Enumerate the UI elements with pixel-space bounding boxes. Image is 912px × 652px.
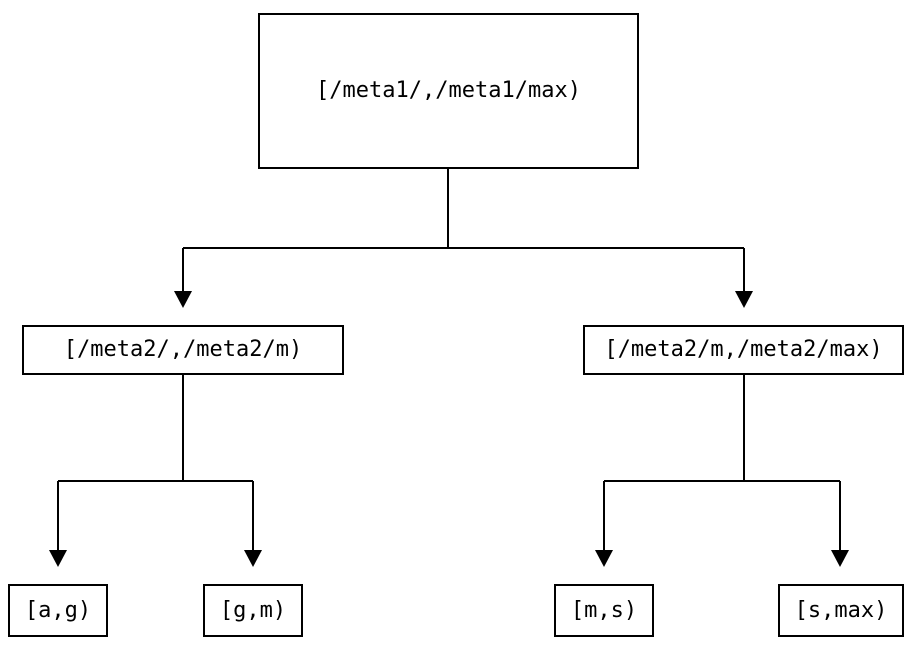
tree-node-meta2-left-label: [/meta2/,/meta2/m) [63, 337, 303, 362]
tree-node-leaf-s-max: [s,max) [778, 584, 904, 637]
tree-node-leaf-a-g-label: [a,g) [24, 597, 92, 623]
tree-node-leaf-m-s: [m,s) [554, 584, 654, 637]
arrowhead-down-icon [49, 550, 67, 567]
arrowhead-down-icon [174, 291, 192, 308]
tree-node-leaf-g-m-label: [g,m) [219, 597, 287, 623]
tree-node-root: [/meta1/,/meta1/max) [258, 13, 639, 169]
arrowhead-down-icon [595, 550, 613, 567]
tree-node-leaf-s-max-label: [s,max) [794, 597, 888, 623]
arrowhead-down-icon [735, 291, 753, 308]
tree-node-leaf-g-m: [g,m) [203, 584, 303, 637]
tree-node-leaf-a-g: [a,g) [8, 584, 108, 637]
tree-node-root-label: [/meta1/,/meta1/max) [316, 78, 581, 103]
tree-node-leaf-m-s-label: [m,s) [570, 597, 638, 623]
tree-node-meta2-right-label: [/meta2/m,/meta2/max) [604, 337, 883, 362]
tree-node-meta2-right: [/meta2/m,/meta2/max) [583, 325, 904, 375]
arrowhead-down-icon [244, 550, 262, 567]
tree-node-meta2-left: [/meta2/,/meta2/m) [22, 325, 344, 375]
arrowhead-down-icon [831, 550, 849, 567]
